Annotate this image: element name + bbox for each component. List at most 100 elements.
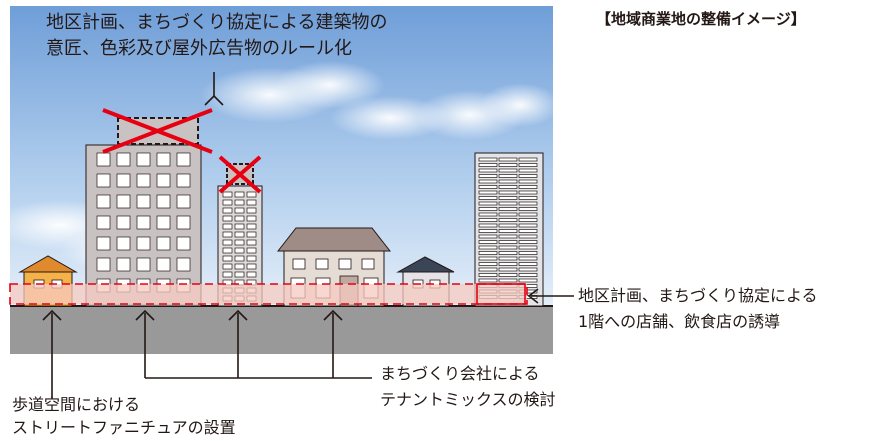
window: [246, 199, 257, 206]
window: [498, 168, 518, 173]
window: [518, 212, 538, 217]
window: [234, 263, 245, 270]
window: [498, 229, 518, 233]
window: [246, 207, 257, 214]
window: [478, 229, 498, 233]
window: [478, 240, 498, 244]
window: [246, 223, 257, 230]
window: [518, 218, 538, 222]
window: [222, 255, 233, 262]
window: [478, 278, 498, 283]
window: [518, 179, 538, 184]
window: [96, 236, 111, 251]
window: [518, 201, 538, 206]
window: [478, 218, 498, 222]
window: [222, 207, 233, 214]
connector-lines: [51, 313, 372, 398]
window: [498, 157, 518, 162]
top-callout-line-2: 意匠、色彩及び屋外広告物のルール化: [46, 38, 352, 59]
window: [176, 215, 191, 230]
window: [518, 168, 538, 173]
window: [518, 245, 538, 250]
window: [498, 234, 518, 239]
window: [234, 239, 245, 246]
window: [234, 255, 245, 262]
window: [136, 194, 151, 209]
window: [518, 229, 538, 233]
window: [156, 152, 171, 167]
window: [234, 207, 245, 214]
window: [498, 212, 518, 217]
window: [176, 194, 191, 209]
window: [478, 185, 498, 189]
window: [478, 212, 498, 217]
window: [518, 256, 538, 261]
window: [222, 199, 233, 206]
window: [478, 251, 498, 255]
ground-floor-outline: [9, 283, 528, 305]
window: [498, 163, 518, 167]
window: [518, 240, 538, 244]
window: [246, 239, 257, 246]
window: [498, 251, 518, 255]
right-callout-line-2: 1階への店舗、飲食店の誘導: [578, 312, 781, 331]
window: [498, 256, 518, 261]
window: [478, 190, 498, 195]
road: [10, 306, 553, 354]
tall-building: [85, 144, 202, 307]
window: [498, 179, 518, 184]
window: [478, 267, 498, 272]
window: [116, 257, 131, 272]
window: [518, 185, 538, 189]
window: [518, 234, 538, 239]
window: [498, 223, 518, 228]
window: [518, 207, 538, 211]
window: [234, 191, 245, 198]
window: [518, 251, 538, 255]
window: [234, 199, 245, 206]
window: [518, 174, 538, 178]
window: [478, 174, 498, 178]
window: [478, 223, 498, 228]
window: [498, 262, 518, 266]
window: [518, 267, 538, 272]
right-callout-arrow: [527, 288, 539, 304]
window: [156, 236, 171, 251]
window: [96, 257, 111, 272]
window: [136, 236, 151, 251]
window: [498, 273, 518, 277]
window: [156, 173, 171, 188]
right-callout-line-1: 地区計画、まちづくり協定による: [578, 286, 818, 305]
window: [234, 271, 245, 278]
window: [156, 194, 171, 209]
window: [518, 278, 538, 283]
bottom-center-callout-line-2: テナントミックスの検討: [380, 390, 556, 409]
removed-small-sign: [218, 155, 262, 194]
window: [518, 157, 538, 162]
window: [498, 174, 518, 178]
window: [222, 231, 233, 238]
window: [478, 207, 498, 211]
window: [246, 231, 257, 238]
removed-rooftop-sign: [102, 108, 213, 154]
window: [518, 163, 538, 167]
window: [498, 185, 518, 189]
window: [176, 236, 191, 251]
window: [234, 223, 245, 230]
window: [518, 262, 538, 266]
window: [176, 257, 191, 272]
window: [234, 215, 245, 222]
window: [136, 173, 151, 188]
bottom-left-callout-line-2: ストリートファニチュアの設置: [12, 418, 236, 437]
window: [518, 196, 538, 200]
window: [222, 215, 233, 222]
window: [222, 239, 233, 246]
page-title: 【地域商業地の整備イメージ】: [596, 10, 806, 28]
window: [222, 191, 233, 198]
window: [96, 194, 111, 209]
window: [222, 263, 233, 270]
window: [478, 201, 498, 206]
window: [498, 196, 518, 200]
window: [478, 157, 498, 162]
